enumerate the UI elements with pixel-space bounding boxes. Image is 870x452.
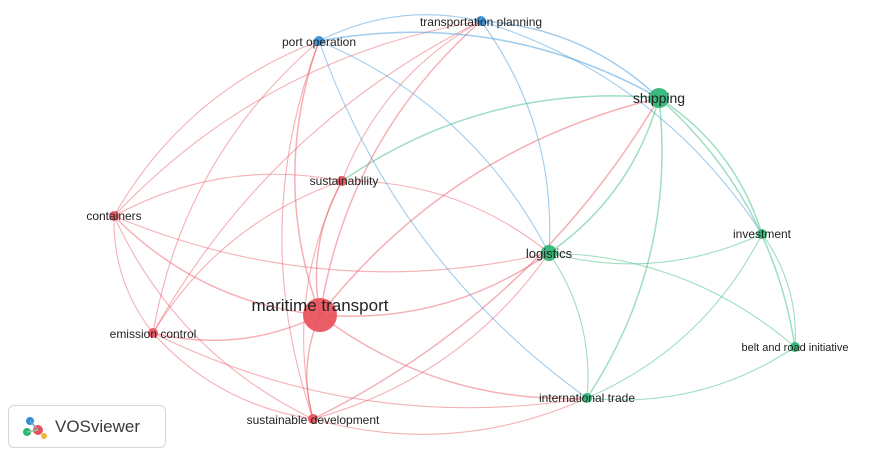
link-shipping-sustainability [341, 95, 660, 182]
link-maritime-transport-containers [113, 215, 321, 316]
link-maritime-transport-sustainability [315, 180, 343, 316]
node-label-logistics[interactable]: logistics [526, 246, 573, 261]
link-emission-control-sustainable-development [152, 332, 314, 420]
node-transportation-planning[interactable] [476, 16, 486, 26]
link-transportation-planning-investment [480, 20, 763, 235]
link-emission-control-transportation-planning [152, 20, 482, 334]
node-shipping[interactable] [649, 88, 669, 108]
link-maritime-transport-shipping [319, 97, 660, 316]
node-label-transportation-planning[interactable]: transportation planning [420, 15, 542, 29]
link-sustainable-development-international-trade [312, 397, 588, 435]
link-logistics-investment [548, 233, 763, 265]
link-sustainable-development-port-operation [281, 40, 320, 420]
link-port-operation-shipping [318, 31, 660, 99]
link-shipping-international-trade [586, 97, 663, 399]
link-maritime-transport-international-trade [319, 314, 588, 400]
vosviewer-logo-text: VOSviewer [55, 416, 141, 436]
link-port-operation-international-trade [318, 40, 588, 399]
link-sustainable-development-shipping [312, 97, 660, 420]
link-transportation-planning-logistics [480, 20, 551, 254]
link-belt-and-road-initiative-international-trade [586, 346, 796, 401]
network-labels: maritime transport sustainability containe… [86, 15, 848, 427]
link-maritime-transport-logistics [319, 252, 550, 318]
link-emission-control-international-trade [152, 332, 588, 409]
node-label-international-trade[interactable]: international trade [539, 391, 635, 405]
link-transportation-planning-shipping [480, 20, 660, 99]
link-containers-emission-control [113, 215, 154, 334]
link-sustainability-emission-control [152, 180, 343, 334]
link-maritime-transport-transportation-planning [319, 20, 482, 316]
node-investment[interactable] [757, 229, 767, 239]
vosviewer-logo[interactable]: VOSviewer [8, 405, 166, 448]
link-port-operation-transportation-planning [318, 14, 482, 42]
link-containers-logistics [113, 215, 550, 273]
link-port-operation-logistics [318, 40, 550, 254]
link-containers-port-operation [113, 40, 320, 217]
link-emission-control-port-operation [152, 40, 320, 334]
node-belt-and-road-initiative[interactable] [790, 342, 800, 352]
link-sustainability-logistics [341, 180, 550, 254]
node-label-port-operation[interactable]: port operation [282, 35, 356, 49]
node-containers[interactable] [109, 211, 119, 221]
network-links [113, 14, 796, 435]
link-containers-sustainable-development [113, 215, 314, 420]
node-international-trade[interactable] [582, 393, 592, 403]
node-logistics[interactable] [541, 245, 557, 261]
link-sustainability-sustainable-development [303, 180, 343, 420]
link-sustainability-transportation-planning [341, 20, 482, 182]
node-emission-control[interactable] [148, 328, 158, 338]
link-logistics-international-trade [548, 252, 589, 399]
link-shipping-belt-and-road-initiative [658, 97, 796, 348]
link-investment-belt-and-road-initiative [761, 233, 796, 348]
link-logistics-belt-and-road-initiative [548, 252, 796, 348]
node-sustainability[interactable] [337, 176, 347, 186]
node-label-investment[interactable]: investment [733, 227, 792, 241]
link-sustainability-containers [113, 173, 343, 217]
node-maritime-transport[interactable] [303, 298, 337, 332]
node-label-belt-and-road-initiative[interactable]: belt and road initiative [741, 342, 848, 354]
node-label-maritime-transport[interactable]: maritime transport [252, 296, 389, 315]
link-maritime-transport-emission-control [152, 314, 321, 342]
node-label-emission-control[interactable]: emission control [110, 327, 197, 341]
link-investment-international-trade [586, 233, 763, 399]
link-maritime-transport-port-operation [294, 40, 321, 316]
link-sustainable-development-logistics [312, 252, 550, 420]
node-sustainable-development[interactable] [308, 414, 318, 424]
link-containers-transportation-planning [113, 20, 482, 217]
link-shipping-logistics [548, 97, 660, 254]
link-shipping-investment [658, 97, 763, 235]
vosviewer-logo-icon [23, 416, 47, 439]
node-label-containers[interactable]: containers [86, 209, 141, 223]
node-port-operation[interactable] [314, 36, 324, 46]
node-label-sustainability[interactable]: sustainability [310, 174, 379, 188]
node-label-sustainable-development[interactable]: sustainable development [247, 413, 380, 427]
network-nodes [109, 16, 800, 424]
node-label-shipping[interactable]: shipping [633, 90, 685, 106]
